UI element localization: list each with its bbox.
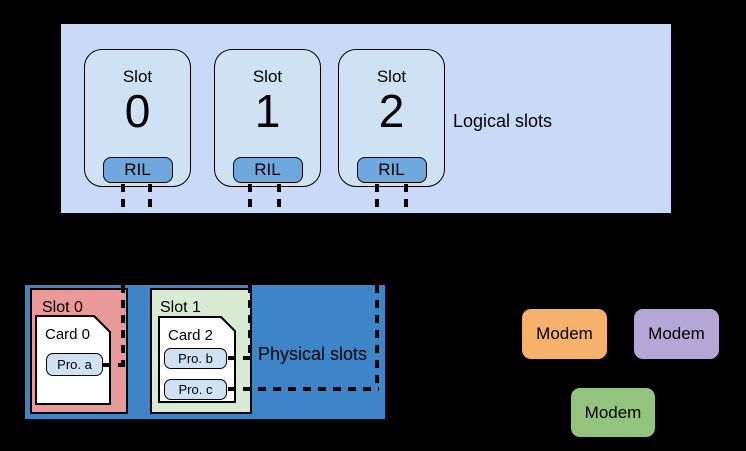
physical-slot-1-label: Slot 1 — [160, 299, 201, 316]
connector-slot1-vertical-dash — [248, 285, 252, 358]
physical-slots-label: Physical slots — [258, 344, 368, 364]
logical-slots-label: Logical slots — [453, 111, 553, 131]
ril1-connector-left-dash — [248, 184, 252, 215]
ril2-connector-right-dash — [404, 184, 408, 215]
ril2-connector-left-dash — [375, 184, 379, 215]
physical-slots-container: Slot 0 Card 0 Pro. a Slot 1 Card 2 Pro. … — [23, 283, 387, 421]
profile-a: Pro. a — [46, 353, 103, 376]
logical-slots-container: Slot 0 RIL Slot 1 RIL Slot 2 RIL Logical… — [59, 22, 673, 215]
ril0-connector-right-dash — [148, 184, 152, 215]
connector-slot0-vertical-dash — [121, 285, 125, 366]
sim-card-0-label: Card 0 — [45, 326, 91, 343]
sim-card-2: Card 2 Pro. b Pro. c — [158, 316, 236, 403]
logical-slot-title: Slot — [252, 67, 283, 86]
modem-2: Modem — [571, 388, 655, 437]
modem-0: Modem — [522, 309, 607, 359]
logical-slot-title: Slot — [376, 67, 407, 86]
logical-slot-number: 0 — [124, 85, 151, 137]
logical-slot-1: Slot 1 RIL — [214, 49, 321, 187]
logical-slot-0: Slot 0 RIL — [84, 49, 191, 187]
ril-badge-2: RIL — [356, 157, 427, 183]
connector-profile-b-dash — [228, 356, 252, 360]
sim-card-0: Card 0 Pro. a — [35, 315, 111, 405]
connector-profile-a-dash — [103, 363, 125, 367]
ril-badge-0: RIL — [102, 157, 173, 183]
physical-slot-0: Slot 0 Card 0 Pro. a — [30, 288, 128, 414]
ril0-connector-left-dash — [121, 184, 125, 215]
ril1-connector-right-dash — [277, 184, 281, 215]
logical-slot-title: Slot — [122, 67, 153, 86]
ril-badge-1: RIL — [232, 157, 303, 183]
physical-slot-0-label: Slot 0 — [42, 299, 83, 316]
logical-slot-2: Slot 2 RIL — [338, 49, 445, 187]
modem-1: Modem — [634, 309, 719, 359]
logical-slot-number: 2 — [378, 85, 405, 137]
profile-c: Pro. c — [164, 379, 227, 400]
logical-slot-number: 1 — [254, 85, 281, 137]
profile-b: Pro. b — [164, 348, 227, 369]
connector-profile-c-dash — [228, 387, 379, 391]
physical-slot-1: Slot 1 Card 2 Pro. b Pro. c — [150, 288, 252, 414]
connector-slot2-vertical-dash — [375, 285, 379, 389]
sim-card-2-label: Card 2 — [168, 327, 214, 344]
